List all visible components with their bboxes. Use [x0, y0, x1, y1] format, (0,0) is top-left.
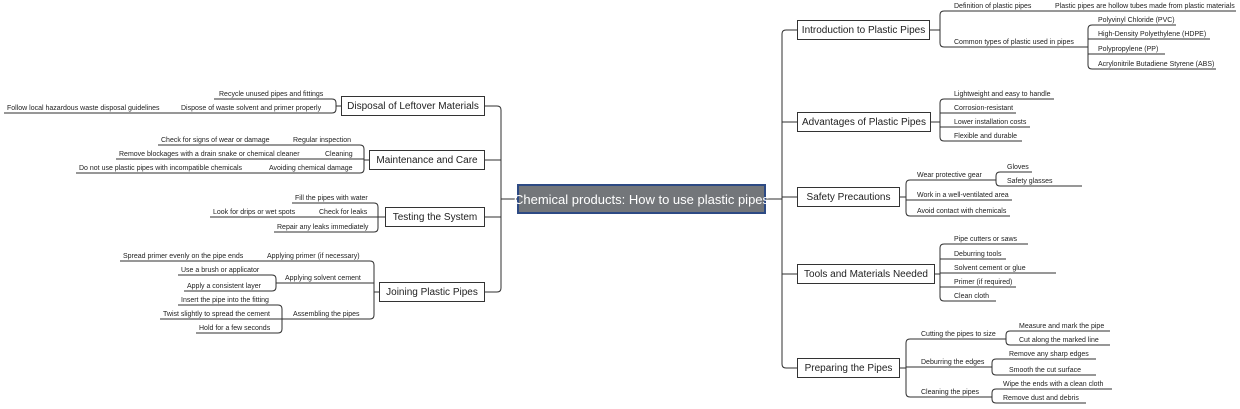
plastic-types-node[interactable]: Common types of plastic used in pipes: [954, 39, 1074, 46]
topic-disposal[interactable]: Disposal of Leftover Materials: [341, 96, 485, 116]
hdpe-node[interactable]: High-Density Polyethylene (HDPE): [1098, 31, 1207, 38]
solvent-cement-node[interactable]: Applying solvent cement: [285, 275, 361, 282]
consistent-layer-node[interactable]: Apply a consistent layer: [187, 283, 261, 290]
avoiding-damage-node[interactable]: Avoiding chemical damage: [269, 165, 353, 172]
recycle-node[interactable]: Recycle unused pipes and fittings: [219, 91, 324, 98]
definition-node[interactable]: Definition of plastic pipes: [954, 3, 1032, 10]
gloves-node[interactable]: Gloves: [1007, 164, 1029, 171]
definition-text-node[interactable]: Plastic pipes are hollow tubes made from…: [1055, 3, 1235, 10]
topic-joining[interactable]: Joining Plastic Pipes: [379, 282, 485, 302]
remove-dust-node[interactable]: Remove dust and debris: [1003, 395, 1079, 402]
advantage-item[interactable]: Lower installation costs: [954, 119, 1027, 126]
root-topic[interactable]: Chemical products: How to use plastic pi…: [514, 184, 769, 214]
advantage-item[interactable]: Flexible and durable: [954, 133, 1018, 140]
pvc-node[interactable]: Polyvinyl Chloride (PVC): [1098, 17, 1175, 24]
dispose-waste-node[interactable]: Dispose of waste solvent and primer prop…: [181, 105, 322, 112]
incompatible-chemicals-node[interactable]: Do not use plastic pipes with incompatib…: [79, 165, 243, 172]
tool-item[interactable]: Clean cloth: [954, 293, 990, 300]
applying-primer-node[interactable]: Applying primer (if necessary): [267, 253, 360, 260]
smooth-surface-node[interactable]: Smooth the cut surface: [1009, 367, 1081, 374]
cutting-node[interactable]: Cutting the pipes to size: [921, 331, 996, 338]
topic-introduction[interactable]: Introduction to Plastic Pipes: [797, 20, 930, 40]
pp-node[interactable]: Polypropylene (PP): [1098, 46, 1159, 53]
spread-primer-node[interactable]: Spread primer evenly on the pipe ends: [123, 253, 244, 260]
use-brush-node[interactable]: Use a brush or applicator: [181, 267, 260, 274]
tool-item[interactable]: Deburring tools: [954, 251, 1002, 258]
assembling-node[interactable]: Assembling the pipes: [293, 311, 360, 318]
safety-glasses-node[interactable]: Safety glasses: [1007, 178, 1053, 185]
cleaning-node[interactable]: Cleaning: [325, 151, 353, 158]
protective-gear-node[interactable]: Wear protective gear: [917, 172, 982, 179]
ventilated-area-node[interactable]: Work in a well-ventilated area: [917, 192, 1009, 199]
regular-inspection-node[interactable]: Regular inspection: [293, 137, 351, 144]
check-wear-node[interactable]: Check for signs of wear or damage: [161, 137, 270, 144]
twist-node[interactable]: Twist slightly to spread the cement: [163, 311, 270, 318]
tool-item[interactable]: Primer (if required): [954, 279, 1013, 286]
cut-line-node[interactable]: Cut along the marked line: [1019, 337, 1099, 344]
topic-preparing[interactable]: Preparing the Pipes: [797, 358, 900, 378]
tool-item[interactable]: Pipe cutters or saws: [954, 236, 1018, 243]
cleaning-pipes-node[interactable]: Cleaning the pipes: [921, 389, 979, 396]
remove-sharp-node[interactable]: Remove any sharp edges: [1009, 351, 1089, 358]
topic-advantages[interactable]: Advantages of Plastic Pipes: [797, 112, 931, 132]
look-drips-node[interactable]: Look for drips or wet spots: [213, 209, 296, 216]
advantage-item[interactable]: Corrosion-resistant: [954, 105, 1014, 112]
follow-guidelines-node[interactable]: Follow local hazardous waste disposal gu…: [7, 105, 160, 112]
topic-tools[interactable]: Tools and Materials Needed: [797, 264, 935, 284]
repair-leaks-node[interactable]: Repair any leaks immediately: [277, 224, 369, 231]
topic-maintenance[interactable]: Maintenance and Care: [369, 150, 485, 170]
abs-node[interactable]: Acrylonitrile Butadiene Styrene (ABS): [1098, 61, 1215, 68]
deburring-edges-node[interactable]: Deburring the edges: [921, 359, 985, 366]
fill-water-node[interactable]: Fill the pipes with water: [295, 195, 368, 202]
advantage-item[interactable]: Lightweight and easy to handle: [954, 91, 1051, 98]
hold-node[interactable]: Hold for a few seconds: [199, 325, 271, 332]
remove-blockages-node[interactable]: Remove blockages with a drain snake or c…: [119, 151, 300, 158]
insert-pipe-node[interactable]: Insert the pipe into the fitting: [181, 297, 269, 304]
wipe-ends-node[interactable]: Wipe the ends with a clean cloth: [1003, 381, 1104, 388]
avoid-contact-node[interactable]: Avoid contact with chemicals: [917, 208, 1007, 215]
tool-item[interactable]: Solvent cement or glue: [954, 265, 1026, 272]
check-leaks-node[interactable]: Check for leaks: [319, 209, 368, 216]
topic-testing[interactable]: Testing the System: [385, 207, 485, 227]
measure-node[interactable]: Measure and mark the pipe: [1019, 323, 1105, 330]
topic-safety[interactable]: Safety Precautions: [797, 187, 900, 207]
